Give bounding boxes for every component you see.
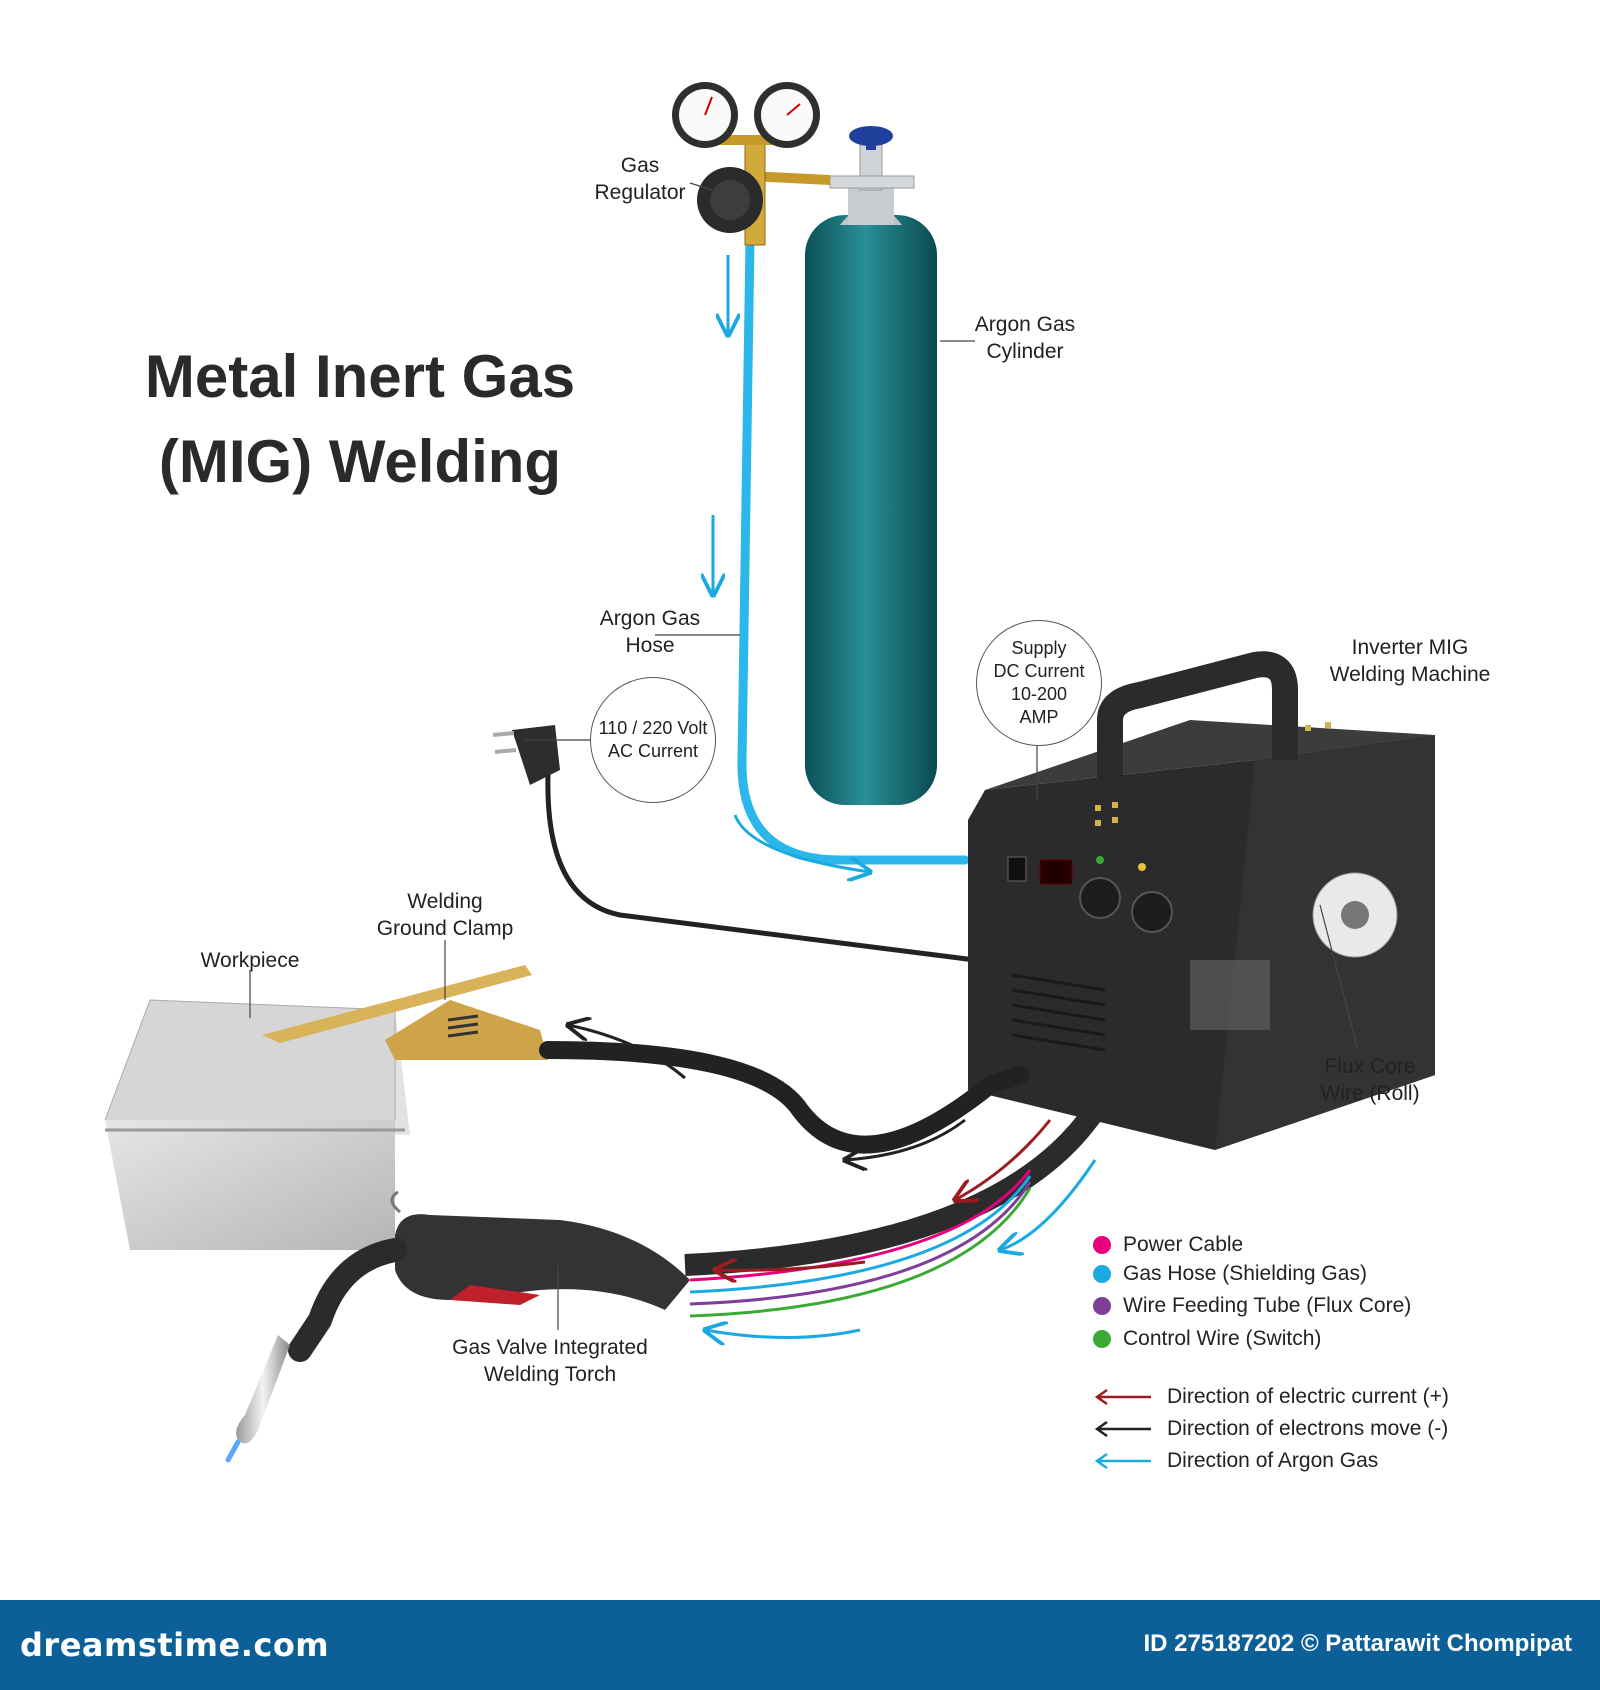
current-arrow-2 xyxy=(715,1262,866,1270)
label-ground-clamp: Welding Ground Clamp xyxy=(376,890,514,940)
gas-flow-arrow-torch-1 xyxy=(1000,1159,1097,1250)
footer-logo[interactable]: dreamstime.com xyxy=(20,1626,330,1664)
current-arrow-1 xyxy=(955,1119,1052,1200)
arrow-left-icon xyxy=(1094,1452,1151,1470)
label-inverter-machine: Inverter MIG Welding Machine xyxy=(1329,636,1491,686)
legend-item-argon-gas: Direction of Argon Gas xyxy=(1093,1449,1378,1473)
mig-welding-diagram xyxy=(104,82,1435,1463)
legend-item-wire-feeding-tube: Wire Feeding Tube (Flux Core) xyxy=(1093,1294,1411,1318)
page-title-line1: Metal Inert Gas xyxy=(144,343,576,410)
arrow-left-icon xyxy=(1094,1388,1151,1406)
legend-item-electrons: Direction of electrons move (-) xyxy=(1093,1417,1448,1441)
electron-arrow-2 xyxy=(845,1118,966,1160)
page-title-line2: (MIG) Welding xyxy=(158,428,562,495)
electron-arrow-1 xyxy=(568,1025,686,1080)
label-welding-torch: Gas Valve Integrated Welding Torch xyxy=(452,1336,648,1386)
argon-gas-cylinder xyxy=(805,126,937,805)
legend-dot xyxy=(1093,1265,1111,1283)
legend-item-electric-current: Direction of electric current (+) xyxy=(1093,1385,1449,1409)
label-workpiece: Workpiece xyxy=(200,949,300,972)
label-argon-cylinder: Argon Gas Cylinder xyxy=(974,313,1076,363)
inverter-welding-machine xyxy=(968,651,1435,1150)
label-gas-regulator: Gas Regulator xyxy=(594,154,686,204)
workpiece xyxy=(104,999,410,1250)
colored-cable-lines xyxy=(689,1169,1032,1318)
gas-flow-arrow-to-machine xyxy=(733,814,870,872)
label-flux-core-wire: Flux Core Wire (Roll) xyxy=(1320,1055,1420,1105)
torch-cable xyxy=(684,1103,1105,1276)
legend-dot xyxy=(1093,1236,1111,1254)
label-dc-supply: Supply DC Current 10-200 AMP xyxy=(976,620,1102,746)
welding-ground-clamp xyxy=(262,965,548,1060)
legend-item-control-wire: Control Wire (Switch) xyxy=(1093,1327,1321,1351)
footer-credit: ID 275187202 © Pattarawit Chompipat xyxy=(1143,1630,1572,1657)
label-argon-hose: Argon Gas Hose xyxy=(599,607,701,657)
legend-item-gas-hose: Gas Hose (Shielding Gas) xyxy=(1093,1262,1367,1286)
label-ac-current: 110 / 220 Volt AC Current xyxy=(590,677,716,803)
gas-valve-welding-torch xyxy=(225,1190,690,1463)
arrow-left-icon xyxy=(1094,1420,1151,1438)
legend-item-power-cable: Power Cable xyxy=(1093,1233,1243,1257)
ground-cable xyxy=(539,1041,1029,1154)
legend-dot xyxy=(1093,1297,1111,1315)
gas-flow-arrow-torch-2 xyxy=(705,1330,861,1338)
gas-regulator xyxy=(672,82,831,246)
legend-dot xyxy=(1093,1330,1111,1348)
argon-gas-hose xyxy=(737,235,970,865)
power-cable xyxy=(545,774,976,963)
footer-bar: dreamstime.com ID 275187202 © Pattarawit… xyxy=(0,1600,1600,1690)
